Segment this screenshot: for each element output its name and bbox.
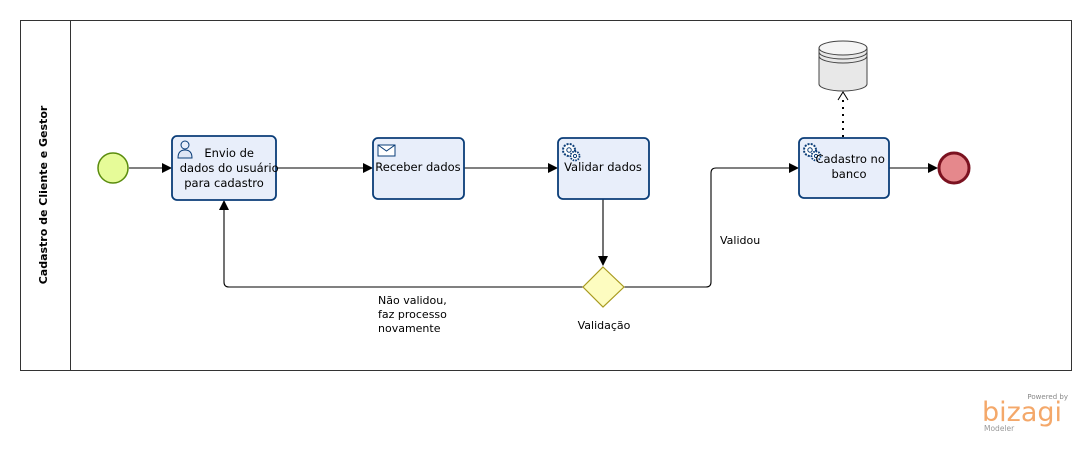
flow-gateway-validou[interactable]: [624, 163, 799, 288]
pool-label: Cadastro de Cliente e Gestor: [37, 105, 50, 284]
task-validar[interactable]: Validar dados: [557, 137, 650, 200]
flow-label-nao-validou: Não validou, faz processo novamente: [378, 294, 450, 335]
flow-gateway-nao-validou[interactable]: [219, 200, 583, 288]
task-cadastro[interactable]: Cadastro no banco: [798, 137, 890, 199]
start-event[interactable]: [97, 152, 129, 184]
bizagi-logo: bizagi: [982, 397, 1062, 428]
gateway-label: Validação: [578, 319, 631, 332]
flow-label-validou: Validou: [720, 234, 760, 247]
flow-label-nao-validou-line-2: faz processo: [378, 308, 447, 321]
user-task-icon: [177, 140, 193, 159]
data-association[interactable]: [837, 91, 849, 137]
flow-label-nao-validou-line-1: Não validou,: [378, 294, 447, 307]
task-envio[interactable]: Envio de dados do usuário para cadastro: [171, 135, 283, 201]
task-envio-line-2: dados do usuário: [180, 161, 279, 175]
task-envio-line-3: para cadastro: [184, 176, 264, 190]
modeler-text: Modeler: [984, 424, 1015, 433]
svg-text:Receber dados: Receber dados: [375, 160, 460, 174]
envelope-icon: [377, 144, 396, 157]
svg-text:Validar dados: Validar dados: [564, 160, 642, 174]
task-cadastro-line-1: Cadastro no: [815, 152, 884, 166]
gears-icon: [803, 143, 822, 162]
task-receber[interactable]: Receber dados: [372, 137, 465, 200]
svg-text:Cadastro no banco: Cadastro no banco: [815, 152, 888, 181]
task-validar-label: Validar dados: [564, 160, 642, 174]
exclusive-gateway[interactable]: [582, 266, 625, 308]
gears-icon: [562, 143, 581, 162]
task-cadastro-line-2: banco: [832, 167, 867, 181]
task-receber-label: Receber dados: [375, 160, 460, 174]
svg-text:Envio de dados do usuári: Envio de dados do usuário para cadastro: [180, 146, 283, 190]
database-icon[interactable]: [818, 40, 868, 92]
task-envio-line-1: Envio de: [204, 146, 254, 160]
sequence-flows: [129, 163, 938, 288]
bizagi-branding: Powered by bizagi Modeler: [982, 393, 1068, 433]
end-event[interactable]: [937, 151, 971, 185]
powered-by-text: Powered by: [1027, 393, 1068, 401]
flow-label-nao-validou-line-3: novamente: [378, 322, 441, 335]
